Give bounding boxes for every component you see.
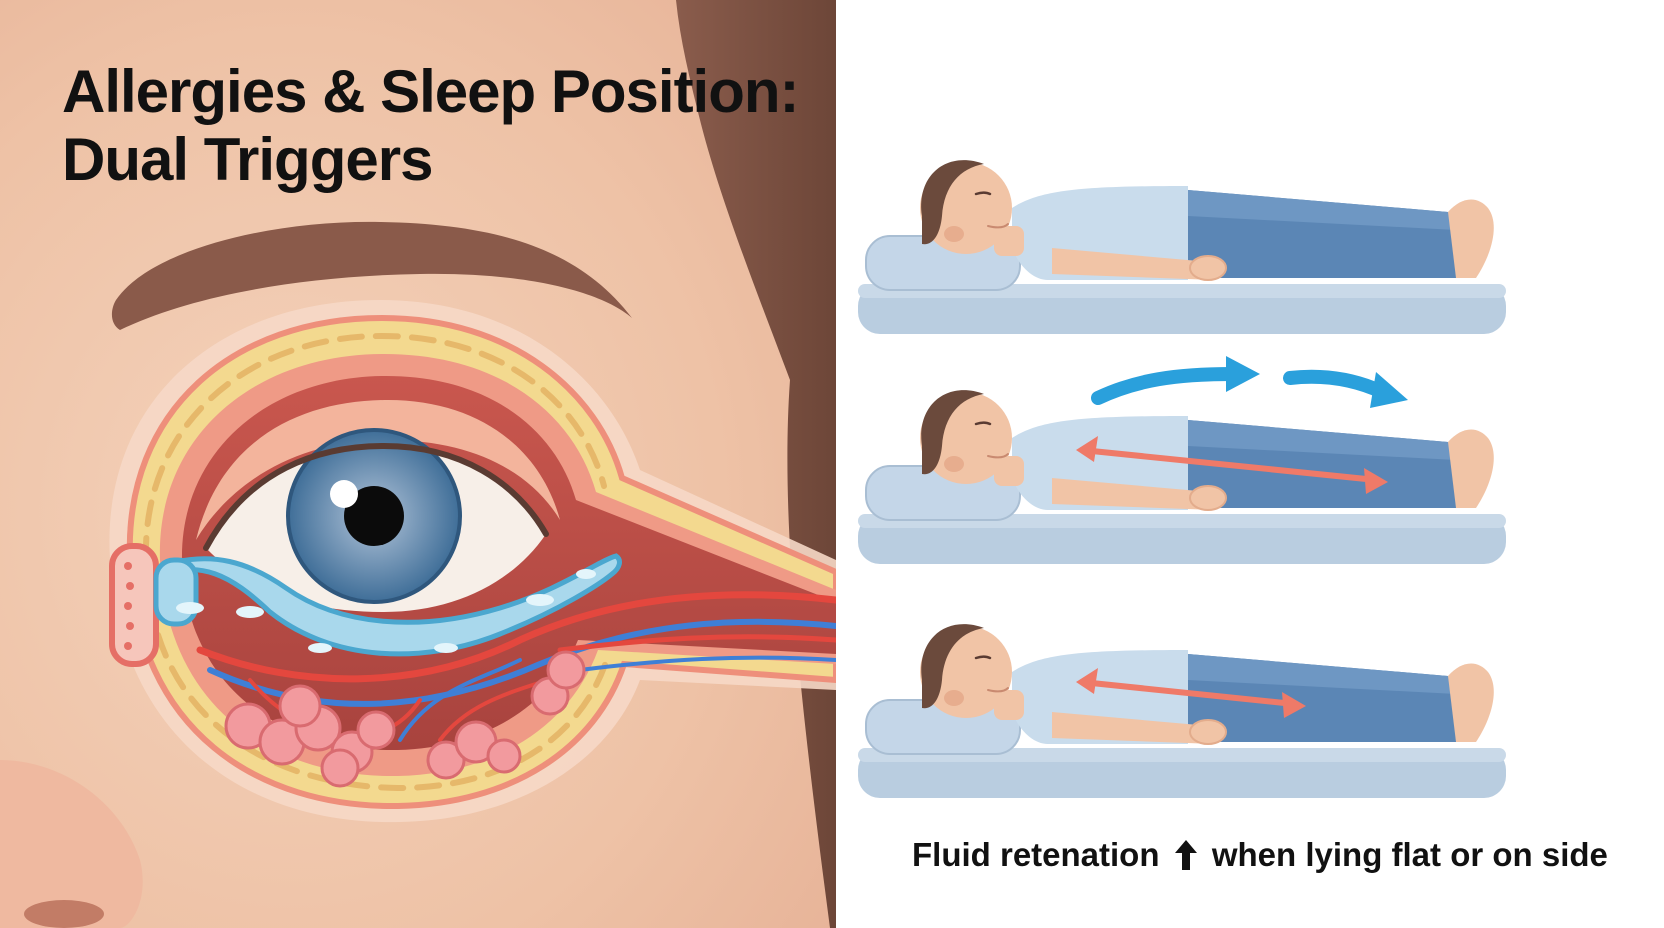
sleeper-side-retention <box>856 622 1508 800</box>
red-double-arrow-icon <box>1076 436 1388 494</box>
lash-line <box>203 442 549 551</box>
sleeper-fluid-shift <box>856 388 1508 566</box>
page-title: Allergies & Sleep Position: Dual Trigger… <box>62 58 800 194</box>
nasolacrimal-duct <box>155 553 622 657</box>
fat-lobules <box>224 650 586 788</box>
nostril <box>24 900 104 928</box>
hair-shape <box>676 0 836 928</box>
sleeper-flat-figure <box>856 158 1508 336</box>
pupil <box>344 486 404 546</box>
eye-anatomy-illustration: Allergies & Sleep Position: Dual Trigger… <box>0 0 836 928</box>
upper-eyelid <box>196 400 560 540</box>
sleeper-flat <box>856 158 1508 336</box>
blue-flow-arrow-icon <box>1283 369 1408 408</box>
title-line-1: Allergies & Sleep Position: <box>62 58 800 125</box>
lacrimal-dots <box>124 562 134 650</box>
duct-end <box>153 557 199 627</box>
blue-flow-arrow-icon <box>1091 356 1260 405</box>
title-line-2: Dual Triggers <box>62 126 433 193</box>
sleep-figures-svg <box>856 158 1508 800</box>
sleep-positions-panel <box>836 0 1664 928</box>
sleeper-fluid-shift-figure <box>856 388 1508 566</box>
up-arrow-icon <box>1174 836 1197 874</box>
eye-highlight <box>330 480 358 508</box>
eyebrow <box>111 221 632 330</box>
nose <box>0 760 143 928</box>
caption-after: when lying flat or on side <box>1211 836 1608 873</box>
duct-bubbles <box>176 569 596 653</box>
caption-before: Fluid retenation <box>912 836 1160 873</box>
eye-anatomy-svg <box>0 0 836 928</box>
fat-texture <box>142 332 607 563</box>
sleeper-side-retention-figure <box>856 622 1508 800</box>
fat-texture-lower <box>147 597 609 792</box>
lacrimal-sac <box>109 543 159 667</box>
caption: Fluid retenation when lying flat or on s… <box>912 836 1612 874</box>
red-double-arrow-icon <box>1076 668 1306 718</box>
